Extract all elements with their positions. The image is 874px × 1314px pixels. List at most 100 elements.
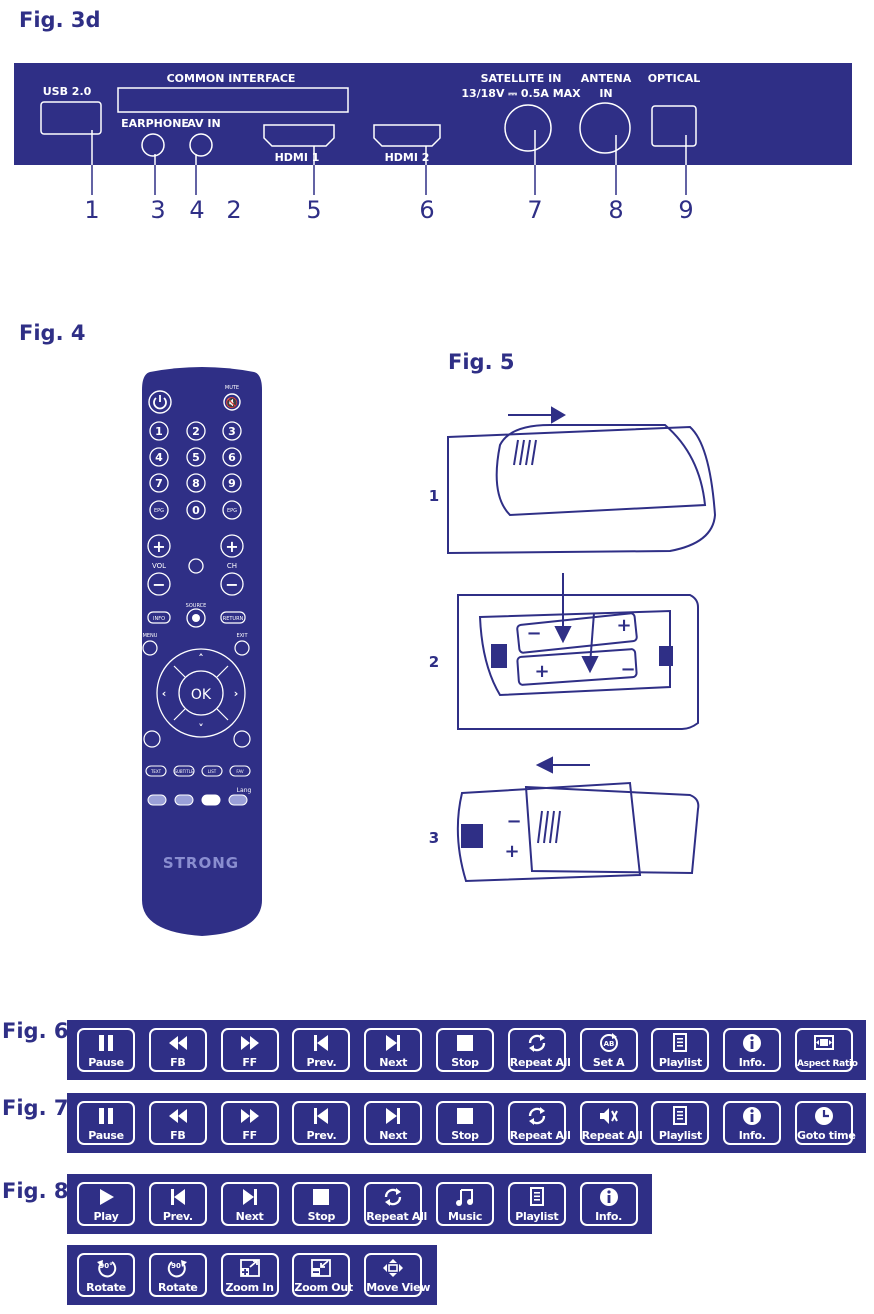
button-label: Zoom In bbox=[225, 1281, 274, 1294]
up-arrow-icon[interactable]: ˄ bbox=[198, 652, 204, 665]
button-label: FB bbox=[170, 1129, 186, 1142]
down-arrow-icon[interactable]: ˅ bbox=[198, 722, 204, 735]
next-icon bbox=[386, 1108, 401, 1124]
repeat-all-button[interactable]: Repeat All bbox=[579, 1101, 643, 1145]
rotate-button[interactable]: 90°Rotate bbox=[148, 1253, 207, 1297]
digit-7-button[interactable]: 7 bbox=[155, 477, 163, 490]
prev-button[interactable]: Prev. bbox=[292, 1028, 351, 1072]
digit-0-button[interactable]: 0 bbox=[192, 504, 200, 517]
ff-button[interactable]: FF bbox=[220, 1101, 279, 1145]
next-icon bbox=[386, 1035, 401, 1051]
ok-button[interactable] bbox=[178, 670, 224, 716]
vol-up-button[interactable] bbox=[147, 534, 171, 558]
subtitle-button[interactable] bbox=[173, 765, 195, 777]
next-button[interactable]: Next bbox=[220, 1182, 279, 1226]
mute-button[interactable] bbox=[223, 393, 241, 411]
stop-button[interactable]: Stop bbox=[436, 1101, 494, 1145]
repeat-all-button[interactable]: Repeat All bbox=[507, 1028, 571, 1072]
left-shortcut-button[interactable] bbox=[143, 730, 161, 748]
play-button[interactable]: Play bbox=[77, 1182, 135, 1226]
digit-4-button[interactable]: 4 bbox=[155, 451, 163, 464]
green-button[interactable] bbox=[174, 794, 194, 806]
next-button[interactable]: Next bbox=[364, 1101, 423, 1145]
rotate-button[interactable]: 90°Rotate bbox=[77, 1253, 135, 1297]
move-view-button[interactable]: Move View bbox=[364, 1253, 430, 1297]
svg-text:FAV: FAV bbox=[236, 769, 243, 774]
epg-button-left[interactable]: EPG bbox=[154, 508, 164, 514]
repeat-all-button[interactable]: Repeat All bbox=[507, 1101, 571, 1145]
rotate-left-icon bbox=[97, 1260, 117, 1278]
info-button[interactable]: Info. bbox=[723, 1028, 782, 1072]
zoom-in-button[interactable]: Zoom In bbox=[220, 1253, 279, 1297]
fb-button[interactable]: FB bbox=[148, 1101, 207, 1145]
digit-2-button[interactable]: 2 bbox=[192, 425, 200, 438]
callout-2: 2 bbox=[226, 196, 241, 224]
callout-3: 3 bbox=[150, 196, 165, 224]
battery-installation-diagram: 1 2 3 −+ +− −+ bbox=[429, 406, 717, 883]
previous-icon bbox=[314, 1035, 329, 1051]
text-button[interactable] bbox=[145, 765, 167, 777]
nav-ring[interactable] bbox=[156, 648, 246, 738]
info-button[interactable]: Info. bbox=[579, 1182, 638, 1226]
button-label: Repeat All bbox=[509, 1129, 571, 1142]
ch-down-button[interactable] bbox=[220, 572, 244, 596]
source-button[interactable] bbox=[186, 608, 206, 628]
digit-1-button[interactable]: 1 bbox=[155, 425, 163, 438]
svg-text:+: + bbox=[616, 615, 631, 636]
satellite-spec-label: 13/18V ⎓ 0.5A MAX bbox=[461, 87, 581, 100]
button-label: Prev. bbox=[306, 1129, 337, 1142]
playlist-button[interactable]: Playlist bbox=[651, 1028, 710, 1072]
common-interface-slot bbox=[117, 87, 349, 113]
repeat-icon bbox=[528, 1034, 545, 1052]
goto-time-button[interactable]: Goto time bbox=[795, 1101, 856, 1145]
exit-button[interactable] bbox=[234, 640, 250, 656]
digit-3-button[interactable]: 3 bbox=[228, 425, 236, 438]
next-button[interactable]: Next bbox=[364, 1028, 423, 1072]
button-label: Playlist bbox=[658, 1129, 702, 1142]
aspect-ratio-button[interactable]: Aspect Ratio bbox=[795, 1028, 858, 1072]
right-shortcut-button[interactable] bbox=[233, 730, 251, 748]
callout-7: 7 bbox=[527, 196, 542, 224]
swap-button[interactable] bbox=[188, 558, 204, 574]
ff-button[interactable]: FF bbox=[220, 1028, 279, 1072]
zoom-in-icon bbox=[239, 1259, 260, 1277]
callout-6: 6 bbox=[419, 196, 434, 224]
digit-5-button[interactable]: 5 bbox=[192, 451, 200, 464]
return-button[interactable] bbox=[220, 611, 246, 624]
left-arrow-icon[interactable]: ‹ bbox=[162, 687, 167, 700]
power-button[interactable] bbox=[148, 390, 172, 414]
previous-icon bbox=[314, 1108, 329, 1124]
prev-button[interactable]: Prev. bbox=[292, 1101, 351, 1145]
stop-button[interactable]: Stop bbox=[436, 1028, 494, 1072]
digit-9-button[interactable]: 9 bbox=[228, 477, 236, 490]
right-arrow-icon[interactable]: › bbox=[234, 687, 239, 700]
info-button[interactable] bbox=[147, 611, 171, 624]
callout-4: 4 bbox=[189, 196, 204, 224]
yellow-button[interactable] bbox=[201, 794, 221, 806]
menu-button[interactable] bbox=[142, 640, 158, 656]
list-button[interactable] bbox=[201, 765, 223, 777]
pause-button[interactable]: Pause bbox=[77, 1101, 135, 1145]
pause-button[interactable]: Pause bbox=[77, 1028, 135, 1072]
mute-icon: 🔇 bbox=[226, 396, 238, 409]
ch-up-button[interactable] bbox=[220, 534, 244, 558]
red-button[interactable] bbox=[147, 794, 167, 806]
digit-8-button[interactable]: 8 bbox=[192, 477, 200, 490]
music-button[interactable]: Music bbox=[436, 1182, 494, 1226]
prev-button[interactable]: Prev. bbox=[148, 1182, 207, 1226]
info-button[interactable]: Info. bbox=[723, 1101, 782, 1145]
blue-button[interactable] bbox=[228, 794, 248, 806]
repeat-all-button[interactable]: Repeat All bbox=[364, 1182, 427, 1226]
playlist-button[interactable]: Playlist bbox=[507, 1182, 566, 1226]
stop-button[interactable]: Stop bbox=[292, 1182, 351, 1226]
fav-button[interactable] bbox=[229, 765, 251, 777]
vol-down-button[interactable] bbox=[147, 572, 171, 596]
epg-button[interactable]: EPG bbox=[227, 508, 237, 514]
hdmi2-label: HDMI 2 bbox=[385, 151, 430, 164]
playlist-button[interactable]: Playlist bbox=[651, 1101, 710, 1145]
digit-6-button[interactable]: 6 bbox=[228, 451, 236, 464]
fb-button[interactable]: FB bbox=[148, 1028, 207, 1072]
zoom-out-button[interactable]: Zoom Out bbox=[292, 1253, 353, 1297]
callout-9: 9 bbox=[678, 196, 693, 224]
